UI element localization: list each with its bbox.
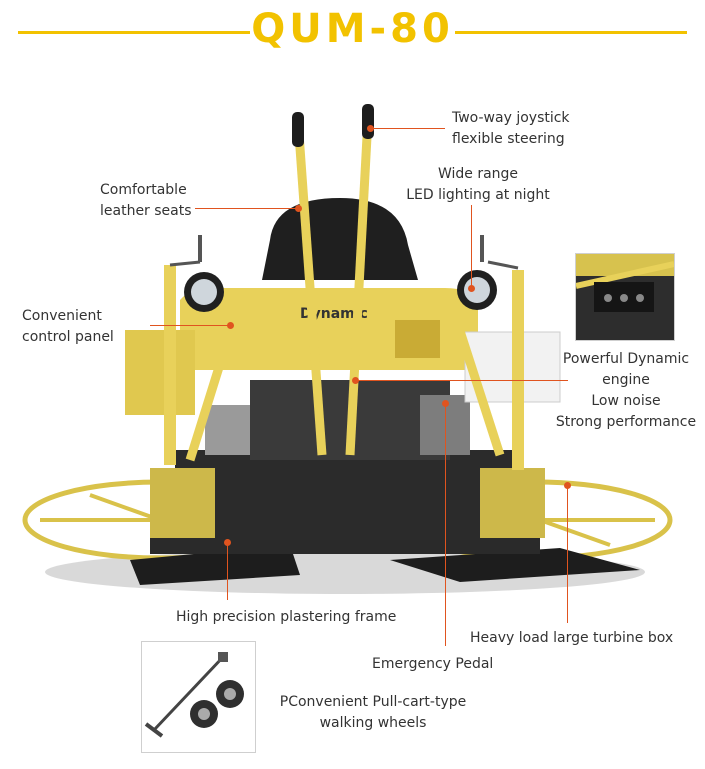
- chassis: [175, 450, 520, 540]
- leader-dot-frame: [224, 539, 231, 546]
- right-gear-housing: [480, 468, 545, 538]
- seat: [262, 198, 418, 280]
- left-steering-pole: [293, 119, 327, 456]
- base-frame: [150, 538, 540, 554]
- right-steering-pole: [345, 117, 373, 456]
- leader-seats: [195, 208, 298, 209]
- wheels-inset: [141, 641, 256, 753]
- leader-dot-seats: [295, 205, 302, 212]
- leader-frame: [227, 542, 228, 600]
- leader-pedal: [445, 403, 446, 646]
- leader-panel: [150, 325, 230, 326]
- fuel-tank: [125, 330, 195, 415]
- header-rule-right: [455, 31, 687, 34]
- leader-dot-joystick: [367, 125, 374, 132]
- right-blade: [390, 548, 640, 582]
- leader-dot-pedal: [442, 400, 449, 407]
- left-gear-housing: [150, 468, 215, 538]
- left-blade: [130, 545, 300, 585]
- svg-text:Dynamic: Dynamic: [300, 306, 368, 322]
- leader-joystick: [371, 128, 445, 129]
- callout-frame: High precision plastering frame: [176, 609, 397, 625]
- leader-lighting: [471, 205, 472, 289]
- leader-dot-panel: [227, 322, 234, 329]
- leader-turbine: [567, 485, 568, 623]
- gear-box: [205, 405, 250, 455]
- callout-turbine: Heavy load large turbine box: [470, 630, 674, 646]
- callout-pedal: Emergency Pedal: [372, 656, 494, 672]
- right-joystick-grip: [362, 104, 374, 139]
- leader-engine: [355, 380, 568, 381]
- page-title: QUM-80: [251, 6, 454, 52]
- leader-dot-turbine: [564, 482, 571, 489]
- engine-closeup-inset: [575, 253, 675, 341]
- left-joystick-grip: [292, 112, 304, 147]
- leader-dot-lighting: [468, 285, 475, 292]
- leader-dot-engine: [352, 377, 359, 384]
- body-plate: [395, 320, 440, 358]
- header-rule-left: [18, 31, 250, 34]
